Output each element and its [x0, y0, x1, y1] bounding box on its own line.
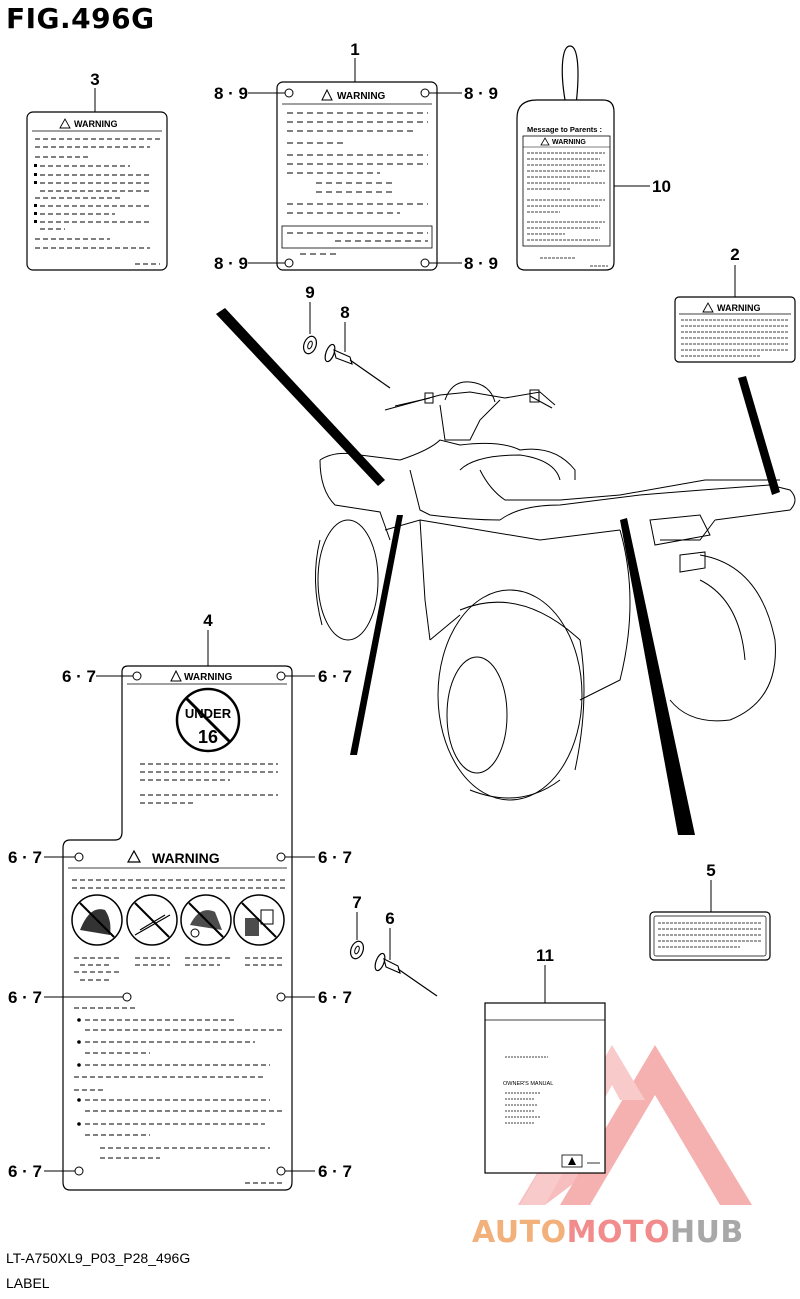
no-public-roads-pictogram-icon [126, 894, 178, 946]
label-pointer-lines [216, 308, 780, 835]
callout-8-9-bottom-left: 8 · 9 [214, 254, 248, 273]
label-2-warning: WARNING [717, 303, 761, 313]
label-3: WARNING [26, 88, 168, 271]
washer-7 [349, 912, 365, 960]
label-5 [649, 880, 771, 961]
warning-triangle-icon [321, 88, 333, 101]
callout-6-7-h: 6 · 7 [318, 1162, 352, 1181]
figure-title: FIG.496G [6, 2, 155, 35]
watermark-part-hub: HUB [669, 1215, 744, 1250]
no-passenger-pictogram-icon [71, 894, 123, 946]
no-riding-impaired-pictogram-icon [180, 894, 232, 946]
owners-manual-11: OWNER'S MANUAL [484, 965, 606, 1174]
warning-triangle-icon [170, 669, 182, 682]
age-text: 16 [198, 727, 218, 747]
callout-5: 5 [706, 861, 715, 880]
brand-logo-icon [568, 1157, 576, 1165]
callout-4: 4 [203, 611, 213, 630]
under-16-prohibition-icon: UNDER 16 [175, 687, 241, 753]
label-4-warning-bottom: WARNING [152, 850, 220, 866]
warning-triangle-icon [126, 849, 142, 863]
callout-8-9-top-right: 8 · 9 [464, 84, 498, 103]
callout-6: 6 [385, 909, 394, 928]
callout-8: 8 [340, 303, 349, 322]
label-1-warning: WARNING [337, 91, 386, 102]
warning-triangle-icon [59, 118, 71, 129]
watermark-part-auto: AUTO [472, 1215, 567, 1250]
washer-9 [302, 302, 318, 355]
rivet-6 [374, 928, 438, 997]
callout-6-7-e: 6 · 7 [8, 988, 42, 1007]
callout-6-7-f: 6 · 7 [318, 988, 352, 1007]
watermark-text: AUTOMOTOHUB [472, 1215, 744, 1250]
callout-9: 9 [305, 283, 314, 302]
label-4-warning-top: WARNING [184, 672, 233, 683]
under-text: UNDER [185, 706, 232, 721]
callout-6-7-a: 6 · 7 [62, 667, 96, 686]
tag-warning: WARNING [552, 139, 586, 146]
warning-triangle-icon [540, 137, 550, 146]
callout-8-9-top-left: 8 · 9 [214, 84, 248, 103]
callout-8-9-bottom-right: 8 · 9 [464, 254, 498, 273]
rivet-8 [324, 322, 391, 389]
callout-6-7-g: 6 · 7 [8, 1162, 42, 1181]
callout-6-7-c: 6 · 7 [8, 848, 42, 867]
atv-illustration [315, 381, 796, 801]
watermark-part-moto: MOTO [566, 1215, 670, 1250]
label-4: WARNING UNDER 16 WARNING [44, 630, 315, 1191]
label-3-warning: WARNING [74, 119, 118, 129]
manual-title: OWNER'S MANUAL [503, 1081, 553, 1087]
no-carrying-load-pictogram-icon [233, 894, 285, 946]
label-10-hang-tag: Message to Parents : WARNING [516, 45, 650, 271]
warning-triangle-icon [702, 302, 714, 313]
callout-10: 10 [652, 177, 671, 196]
label-1: WARNING [248, 58, 462, 271]
callout-6-7-b: 6 · 7 [318, 667, 352, 686]
callout-2: 2 [730, 245, 739, 264]
label-2: WARNING [674, 265, 796, 363]
diagram-code: LT-A750XL9_P03_P28_496G [6, 1250, 191, 1266]
tag-heading: Message to Parents : [527, 125, 602, 134]
callout-6-7-d: 6 · 7 [318, 848, 352, 867]
callout-11: 11 [536, 946, 554, 965]
callout-7: 7 [352, 893, 361, 912]
callout-3: 3 [90, 70, 99, 89]
callout-1: 1 [350, 40, 359, 59]
diagram-category-label: LABEL [6, 1275, 50, 1291]
